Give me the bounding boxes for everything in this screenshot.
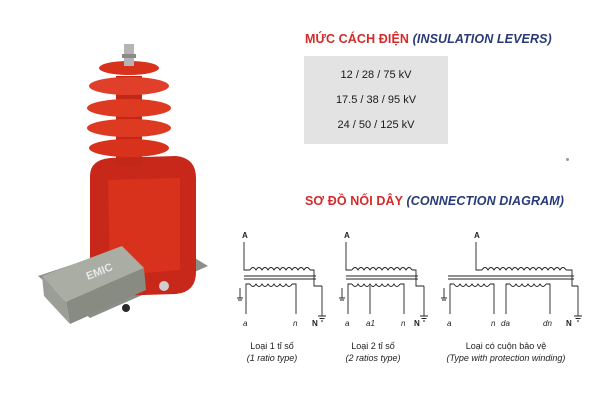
diagram-3-terminal-n: n xyxy=(491,319,496,328)
diagram-3-ground-label: N xyxy=(566,319,572,328)
insulation-level-2: 17.5 / 38 / 95 kV xyxy=(335,94,417,106)
diagram-3-terminal-a: a xyxy=(447,319,452,328)
decorative-dot xyxy=(566,158,569,161)
diagram-3-terminal-da: da xyxy=(501,319,510,328)
diagram-2-ground-label: N xyxy=(414,319,420,328)
diagram-1-terminal-n: n xyxy=(293,319,298,328)
diagram-2-caption-en: (2 ratios type) xyxy=(345,353,401,363)
diagram-2-caption-vn: Loại 2 tỉ số xyxy=(351,341,395,351)
diagram-1-ground-label: N xyxy=(312,319,318,328)
diagram-3-protection-winding-type: A a n da dn N xyxy=(441,231,582,328)
insulation-heading-en: (INSULATION LEVERS) xyxy=(412,32,552,46)
diagram-1-ratio-type: A a n N xyxy=(237,231,326,328)
connection-heading: SƠ ĐỒ NỐI DÂY (CONNECTION DIAGRAM) xyxy=(305,194,564,208)
voltage-transformer-image: EMIC xyxy=(38,44,208,324)
diagram-1-caption-en: (1 ratio type) xyxy=(246,353,298,363)
diagram-2-terminal-a1: a1 xyxy=(366,319,375,328)
diagram-3-terminal-dn: dn xyxy=(543,319,552,328)
diagram-2-caption: Loại 2 tỉ số (2 ratios type) xyxy=(330,340,416,364)
diagram-1-primary-label: A xyxy=(242,231,248,240)
insulation-level-1: 12 / 28 / 75 kV xyxy=(340,69,412,81)
insulation-heading: MỨC CÁCH ĐIỆN (INSULATION LEVERS) xyxy=(305,32,552,46)
diagram-2-ratios-type: A a a1 n N xyxy=(339,231,428,328)
diagram-2-primary-label: A xyxy=(344,231,350,240)
insulation-level-3: 24 / 50 / 125 kV xyxy=(337,119,415,131)
diagram-1-caption-vn: Loại 1 tỉ số xyxy=(250,341,294,351)
connection-heading-en: (CONNECTION DIAGRAM) xyxy=(406,194,564,208)
diagram-2-terminal-n: n xyxy=(401,319,406,328)
diagram-3-caption-en: (Type with protection winding) xyxy=(446,353,566,363)
diagram-2-terminal-a: a xyxy=(345,319,350,328)
diagram-1-terminal-a: a xyxy=(243,319,248,328)
connection-heading-vn: SƠ ĐỒ NỐI DÂY xyxy=(305,194,403,208)
insulation-heading-vn: MỨC CÁCH ĐIỆN xyxy=(305,32,410,46)
connection-diagrams: A a n N A a a1 n N A xyxy=(237,231,582,328)
diagram-3-primary-label: A xyxy=(474,231,480,240)
diagram-1-caption: Loại 1 tỉ số (1 ratio type) xyxy=(232,340,312,364)
insulation-levels-box: 12 / 28 / 75 kV 17.5 / 38 / 95 kV 24 / 5… xyxy=(304,56,448,144)
diagram-3-caption-vn: Loại có cuộn bảo vệ xyxy=(465,341,547,351)
diagram-3-caption: Loại có cuộn bảo vệ (Type with protectio… xyxy=(436,340,576,364)
